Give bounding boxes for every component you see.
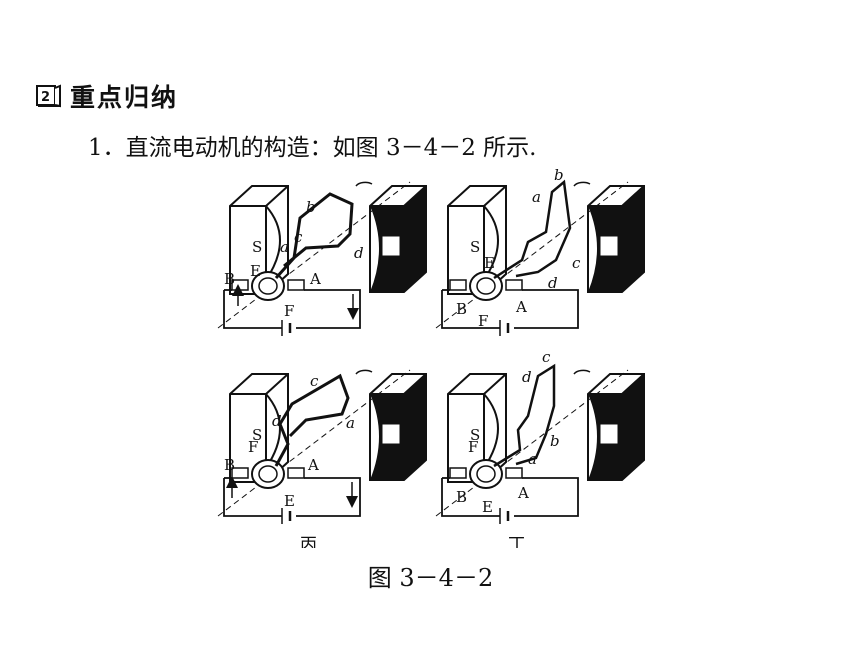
motor-panel-3: S N c d a F B A E 丙 bbox=[216, 368, 428, 548]
label-e: E bbox=[284, 492, 295, 510]
label-b: b bbox=[306, 198, 316, 216]
label-b-brush: B bbox=[224, 270, 235, 288]
label-f: F bbox=[468, 438, 478, 456]
label-s-pole: S bbox=[252, 238, 262, 256]
motor-panel-2: S N b a c d E B A F bbox=[434, 168, 646, 338]
section-heading: 2 重点归纳 bbox=[36, 80, 178, 112]
heading-icon-digit: 2 bbox=[41, 90, 50, 105]
label-f: F bbox=[248, 438, 258, 456]
label-a: a bbox=[528, 450, 537, 468]
label-f: F bbox=[284, 302, 294, 320]
label-s-pole: S bbox=[470, 426, 480, 444]
label-e: E bbox=[250, 262, 261, 280]
label-n-pole: N bbox=[603, 238, 617, 256]
label-b: b bbox=[554, 168, 564, 184]
label-a: a bbox=[532, 188, 541, 206]
label-c: c bbox=[294, 228, 303, 246]
label-b-brush: B bbox=[456, 300, 467, 318]
label-d: d bbox=[548, 274, 558, 292]
label-d: d bbox=[354, 244, 364, 262]
book-two-icon: 2 bbox=[36, 84, 62, 108]
motor-panel-4: S N c d b a F B A E 丁 bbox=[434, 348, 646, 548]
label-n-pole: N bbox=[385, 238, 399, 256]
label-a-brush: A bbox=[515, 298, 527, 316]
label-a-brush: A bbox=[309, 270, 321, 288]
label-b-brush: B bbox=[456, 488, 467, 506]
section-title: 重点归纳 bbox=[70, 83, 179, 112]
motor-figure: S N b a c d E B A F S N b a c d E B A F … bbox=[216, 168, 646, 548]
panel-3-sublabel: 丙 bbox=[300, 535, 317, 548]
label-d: d bbox=[272, 412, 282, 430]
label-a: a bbox=[280, 238, 289, 256]
label-a-brush: A bbox=[517, 484, 529, 502]
motor-panel-1: S N b a c d E B A F bbox=[216, 180, 428, 338]
label-n-pole: N bbox=[385, 426, 399, 444]
label-n-pole: N bbox=[603, 426, 617, 444]
figure-caption: 图 3－4－2 bbox=[367, 564, 494, 592]
label-e: E bbox=[482, 498, 493, 516]
label-b-brush: B bbox=[224, 456, 235, 474]
label-d: d bbox=[522, 368, 532, 386]
label-a: a bbox=[346, 414, 355, 432]
label-e: E bbox=[484, 254, 495, 272]
point-text: 1．直流电动机的构造：如图 3－4－2 所示. bbox=[88, 135, 537, 161]
label-c: c bbox=[310, 372, 319, 390]
label-f: F bbox=[478, 312, 488, 330]
label-s-pole: S bbox=[470, 238, 480, 256]
panel-4-sublabel: 丁 bbox=[508, 535, 525, 548]
label-b: b bbox=[550, 432, 560, 450]
label-c: c bbox=[572, 254, 581, 272]
label-s-pole: S bbox=[252, 426, 262, 444]
label-c: c bbox=[542, 348, 551, 366]
label-a-brush: A bbox=[307, 456, 319, 474]
